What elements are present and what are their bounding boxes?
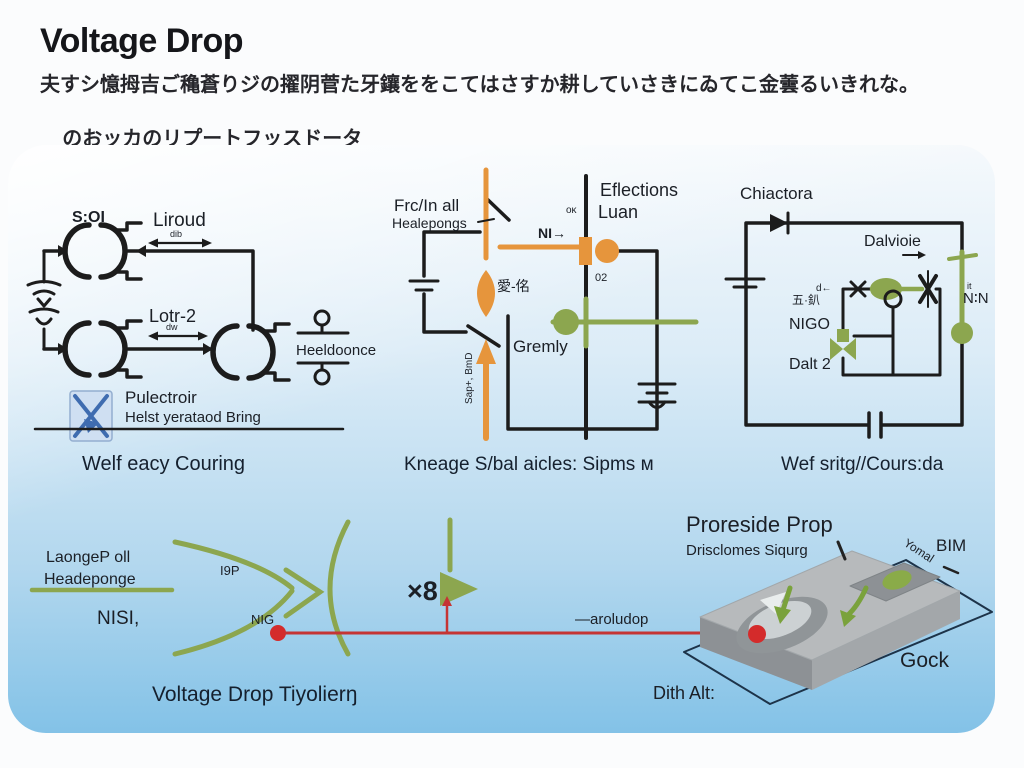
middle-label-luan: Luan <box>598 202 638 222</box>
wire-junction-triangles <box>58 245 213 355</box>
diode-icon-top <box>770 211 790 235</box>
bulb-drop-icon <box>477 270 495 317</box>
switch-diagonals <box>466 196 511 348</box>
green-down-arrow-icons <box>774 585 869 627</box>
red-dot <box>270 625 286 641</box>
fan-icon <box>918 270 938 308</box>
left-label-lotr2: Lotr-2 <box>149 306 196 326</box>
small-arrow-icon <box>902 251 926 259</box>
middle-label-healepongs: Healepongs <box>392 215 467 231</box>
right-label-kanji: 五·釟 <box>792 292 820 307</box>
page-subtitle: 夫すシ憶拇吉ご穐蒼りジの擢阴菅た牙鑲ををこてはさすか耕していさきにゐてこ金蕓るい… <box>40 72 919 153</box>
right-circuit-diagram <box>724 211 978 439</box>
red-dot-on-slab <box>748 625 766 643</box>
right-label-darrow: d← <box>816 283 832 294</box>
prop-title: Proreside Prop <box>686 512 833 537</box>
double-arrow-icon-bottom <box>148 331 208 341</box>
orange-elements <box>476 167 619 441</box>
battery-icon <box>26 249 62 351</box>
prop-label-dith: Dith Alt: <box>653 683 715 703</box>
left-label-dw: dw <box>166 322 178 332</box>
left-label-pulectroir: Pulectroir <box>125 388 197 407</box>
heeldoonce-terminal-icon <box>296 309 350 386</box>
green-flow-curves <box>29 517 453 657</box>
left-label-dib: dib <box>170 229 182 239</box>
right-caption: Wef sritg//Cours:da <box>781 454 944 475</box>
flow-label-nisi: NISI, <box>97 608 139 629</box>
valve-bowtie-icon <box>830 338 856 360</box>
diode-x-icon <box>849 280 867 298</box>
probe-circle-icon <box>883 289 903 309</box>
left-label-helst: Helst yerataod Bring <box>125 409 261 426</box>
right-label-it: it <box>967 281 972 291</box>
middle-label-frc: Frc/In all <box>394 196 459 215</box>
right-label-chiactora: Chiactora <box>740 184 813 203</box>
valve-symbol-1 <box>62 221 143 281</box>
flow-caption: Voltage Drop Tiyolierŋ <box>152 683 357 706</box>
double-arrow-icon-top <box>148 238 212 248</box>
prop-3d-diagram <box>683 540 993 705</box>
subtitle-line-1: 夫すシ憶拇吉ご穐蒼りジの擢阴菅た牙鑲ををこてはさすか耕していさきにゐてこ金蕓るい… <box>40 74 919 96</box>
green-arrowhead-icon <box>440 572 478 606</box>
left-caption: Welf eacy Couring <box>82 453 245 475</box>
right-outer-loop <box>744 221 964 439</box>
right-label-dalvioie: Dalvioie <box>864 233 921 250</box>
middle-label-kanji: 愛-佲 <box>497 278 530 294</box>
page-title: Voltage Drop <box>40 22 244 60</box>
left-circuit-wires <box>42 249 255 351</box>
subtitle-line-2: のおッカのリプートフッスドータ <box>62 128 363 150</box>
right-label-dalt2: Dalt 2 <box>789 356 831 373</box>
middle-circuit-diagram <box>408 167 699 441</box>
right-label-nn: N∶N <box>963 290 989 307</box>
capacitor-icon-left <box>724 277 766 289</box>
flow-label-headeponge: Headeponge <box>44 571 136 588</box>
middle-label-02: 02 <box>595 272 607 284</box>
valve-symbol-3 <box>210 322 291 382</box>
middle-caption: Kneage S/bal aicles: Sipms м <box>404 454 654 475</box>
middle-label-rotated: Sap+, BmD <box>464 353 475 404</box>
right-inner-wires <box>841 287 942 377</box>
left-label-liroud: Liroud <box>153 210 206 231</box>
left-label-soi: S:OI <box>72 209 105 226</box>
tick-mark-2 <box>942 565 960 575</box>
right-label-nigo: NIGO <box>789 316 830 333</box>
prop-label-gock: Gock <box>900 649 950 672</box>
flow-label-laongep: LaongeP oll <box>46 549 130 566</box>
left-label-heeldoonce: Heeldoonce <box>296 342 376 359</box>
tick-mark <box>477 218 495 223</box>
green-elements <box>550 296 699 349</box>
blue-x-icon <box>69 390 113 442</box>
green-inner-elements <box>830 249 978 360</box>
capacitor-icon <box>408 279 440 292</box>
middle-label-eflections: Eflections <box>600 180 678 200</box>
battery-icon-small <box>637 382 677 409</box>
prop-subtitle: Drisclomes Siqurg <box>686 542 808 559</box>
flow-label-x8: ×8 <box>407 576 438 606</box>
flow-diagram <box>29 517 759 657</box>
prop-label-bim: BIM <box>936 536 966 555</box>
left-circuit-diagram <box>26 221 350 442</box>
middle-label-ok: oĸ <box>566 205 578 216</box>
tick-marks <box>836 540 847 561</box>
middle-label-ni: NI→ <box>538 225 566 241</box>
middle-label-gremly: Gremly <box>513 337 568 356</box>
valve-symbol-2 <box>62 319 143 379</box>
prop-label-aroludop: —aroludop <box>575 611 648 628</box>
middle-black-wires <box>422 230 659 431</box>
red-signal-line <box>270 596 759 641</box>
flow-label-nig: NIG <box>251 612 274 627</box>
flow-label-i9p: I9P <box>220 563 240 578</box>
